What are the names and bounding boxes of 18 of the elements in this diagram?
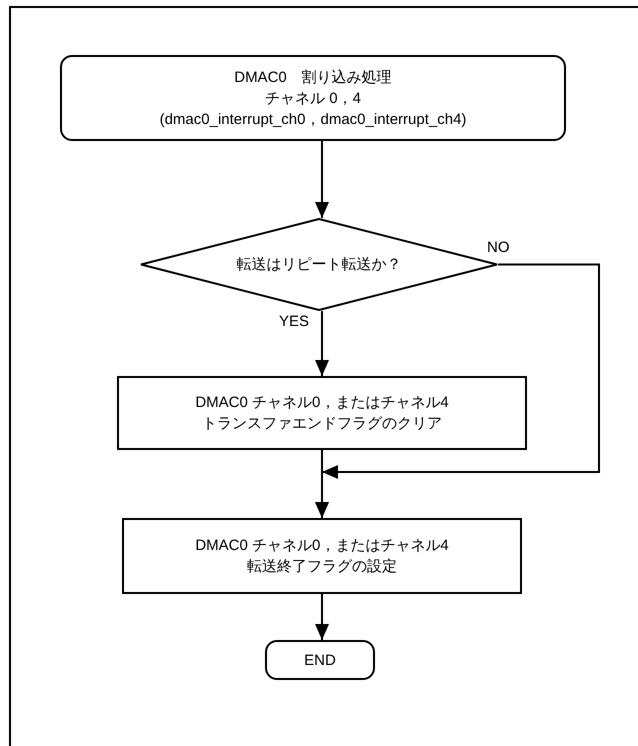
node-text: END	[304, 650, 336, 670]
node-text: (dmac0_interrupt_ch0，dmac0_interrupt_ch4)	[160, 110, 466, 130]
node-text: 転送はリピート転送か？	[236, 255, 402, 275]
process-box	[117, 376, 527, 450]
process-box	[122, 518, 522, 594]
node-text: DMAC0 チャネル0，またはチャネル4	[195, 393, 449, 413]
node-text: チャネル 0，4	[265, 88, 361, 108]
arrow	[315, 141, 329, 218]
terminal-box	[265, 640, 375, 680]
node-text: トランスファエンドフラグのクリア	[202, 414, 442, 434]
arrow	[315, 311, 329, 376]
node-text: DMAC0 割り込み処理	[234, 68, 392, 88]
node-text: 転送終了フラグの設定	[247, 557, 397, 577]
edge-label: NO	[486, 238, 510, 256]
arrow	[315, 450, 329, 518]
arrow	[315, 594, 329, 640]
node-text: DMAC0 チャネル0，またはチャネル4	[195, 536, 449, 556]
terminal-box	[60, 55, 566, 141]
